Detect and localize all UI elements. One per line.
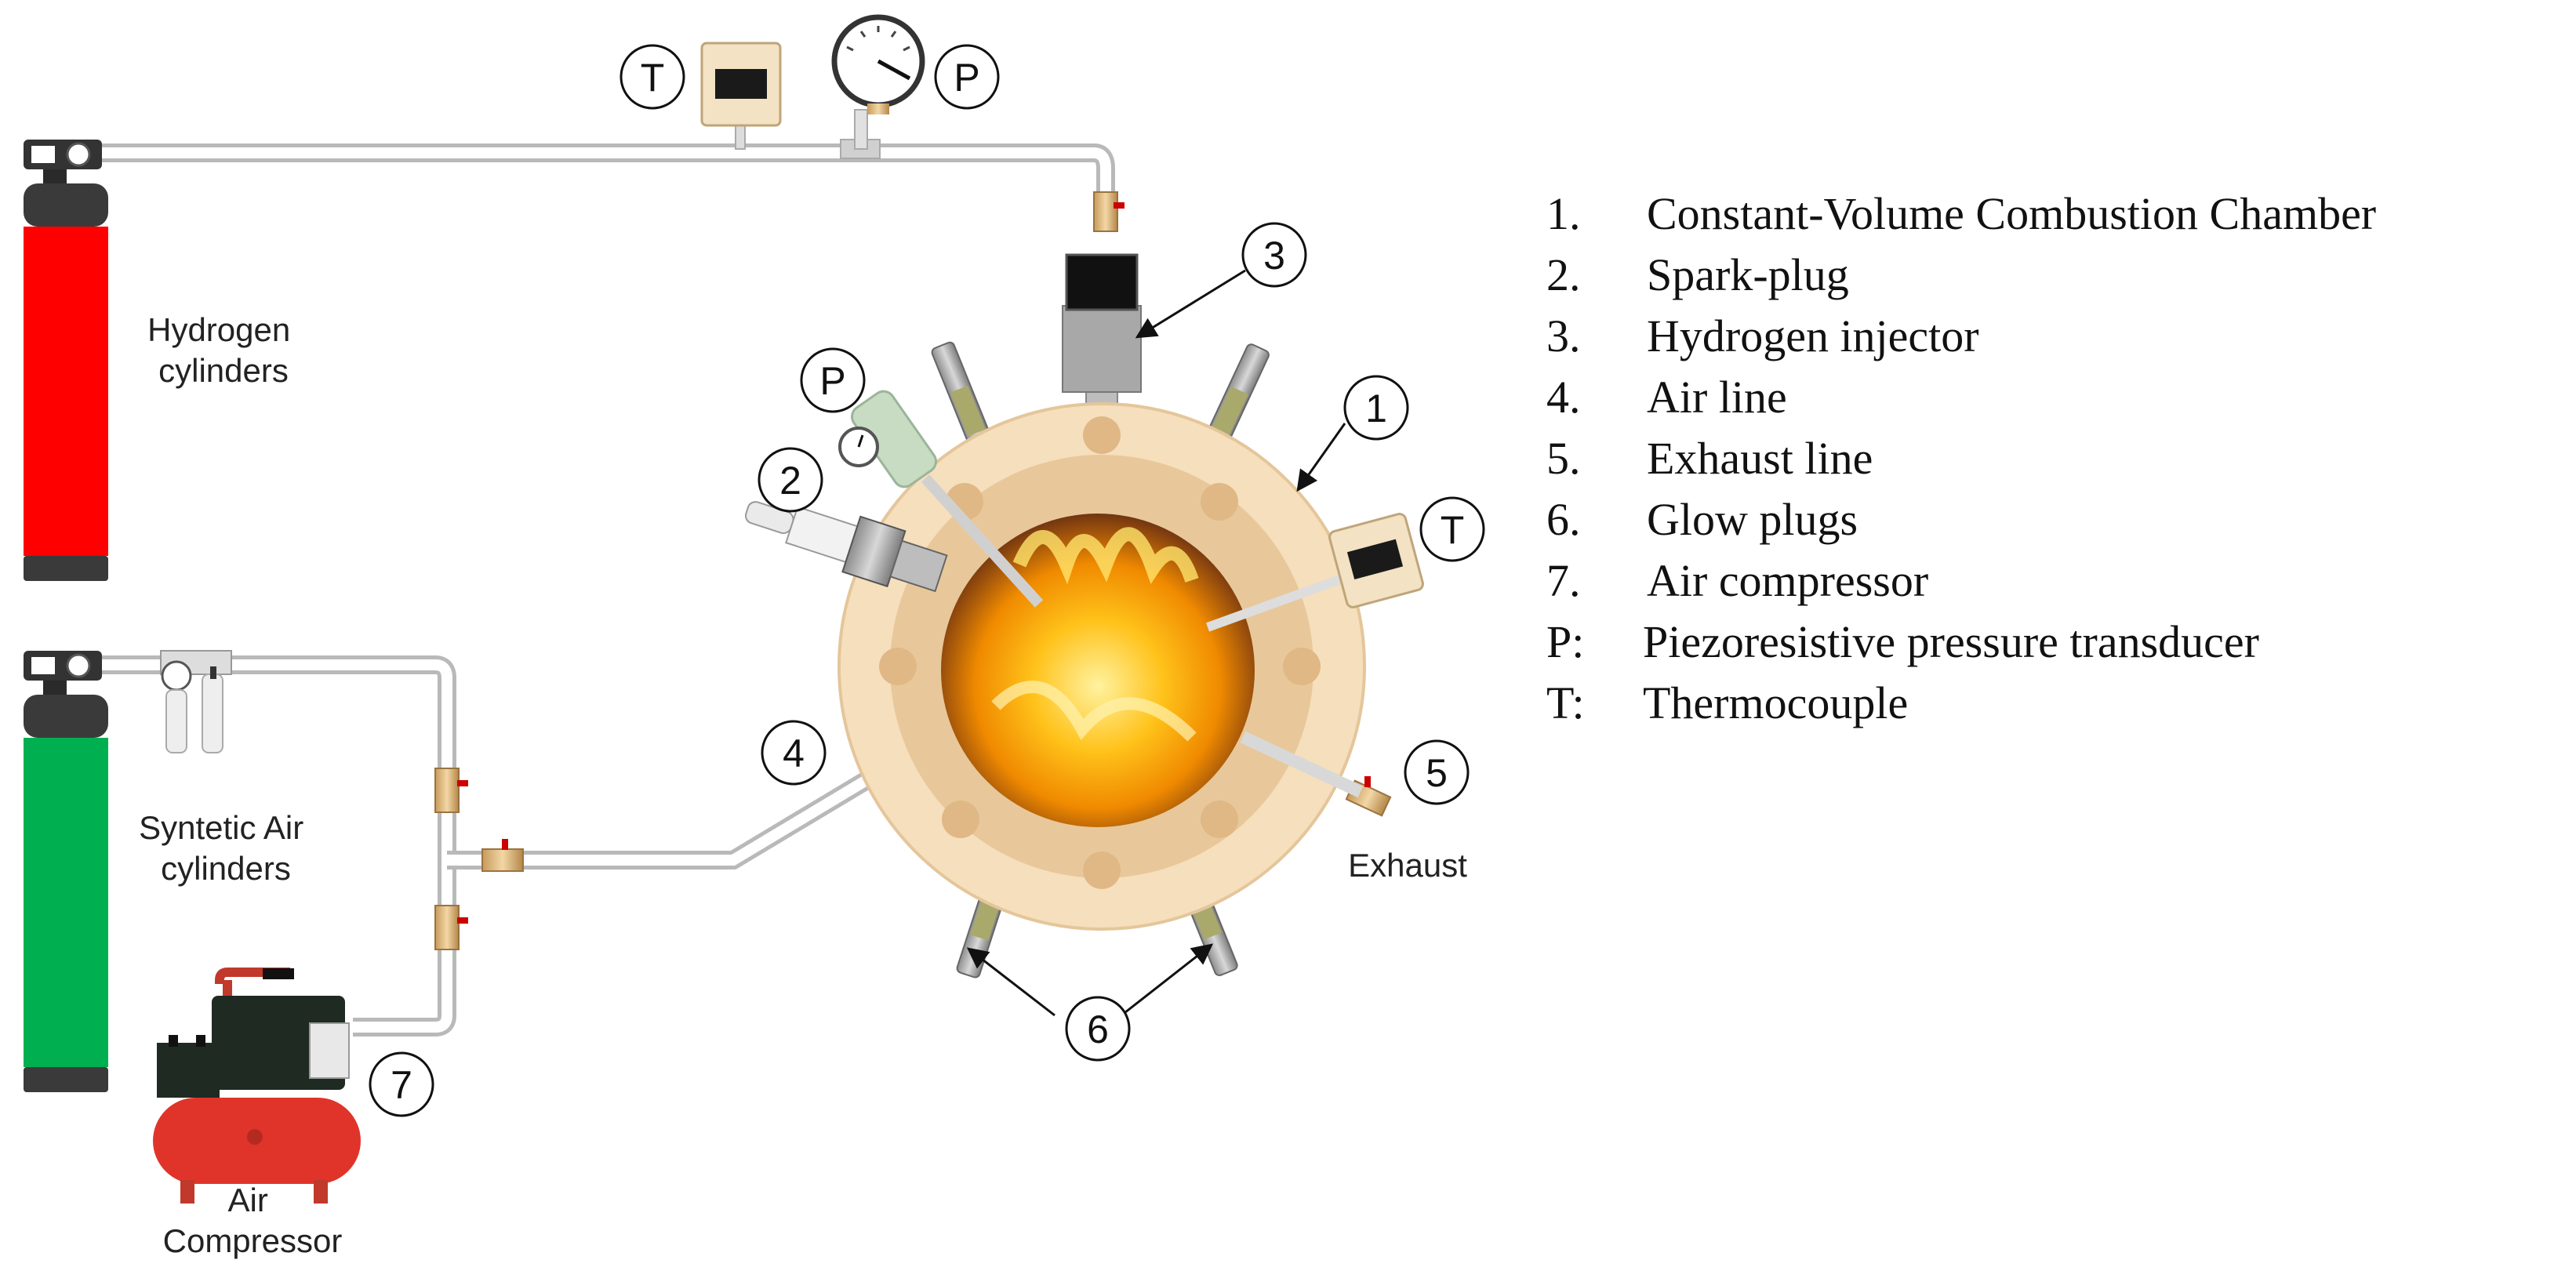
svg-text:2.: 2. [1546,249,1581,300]
thermocouple-top [700,42,782,127]
svg-text:P: P [819,359,845,403]
combustion-chamber [744,253,1424,978]
svg-text:1.: 1. [1546,188,1581,239]
legend-item: 5. Exhaust line [1546,433,1873,484]
spark-plug [744,501,948,593]
svg-text:5.: 5. [1546,433,1581,484]
marker-4: 4 [761,720,827,786]
svg-text:4.: 4. [1546,372,1581,423]
legend-item: 1. Constant-Volume Combustion Chamber [1546,188,2376,239]
legend-item: 7. Air compressor [1546,555,1928,606]
svg-text:Exhaust line: Exhaust line [1647,433,1873,484]
marker-5: 5 [1404,739,1470,805]
marker-2: 2 [758,447,823,513]
svg-text:3: 3 [1263,234,1285,278]
marker-7: 7 [369,1051,434,1117]
svg-text:T: T [641,56,665,100]
thermocouple-chamber [1205,513,1424,632]
svg-text:6.: 6. [1546,494,1581,545]
svg-text:Constant-Volume Combustion Cha: Constant-Volume Combustion Chamber [1647,188,2376,239]
hydrogen-line [93,109,1115,221]
svg-text:Air line: Air line [1647,372,1787,423]
svg-text:6: 6 [1087,1008,1109,1051]
air-compressor [153,968,361,1204]
exhaust-label: Exhaust [1348,847,1467,884]
svg-text:Thermocouple: Thermocouple [1643,677,1908,728]
svg-text:7: 7 [391,1063,412,1107]
svg-text:P:: P: [1546,616,1584,667]
svg-text:Piezoresistive pressure transd: Piezoresistive pressure transducer [1643,616,2259,667]
marker-3: 3 [1241,222,1307,288]
valve-air-2 [434,905,468,950]
marker-p-top: P [934,44,1000,110]
valve-air-1 [434,768,468,813]
svg-text:Air compressor: Air compressor [1647,555,1928,606]
svg-text:4: 4 [783,732,805,775]
hydrogen-cylinder [24,140,108,581]
svg-text:7.: 7. [1546,555,1581,606]
valve-air-3 [481,839,524,872]
marker-t-chamber: T [1419,496,1485,562]
legend-item: 6. Glow plugs [1546,494,1858,545]
callout-arrows [966,269,1346,1017]
svg-text:T: T [1441,508,1465,552]
svg-text:3.: 3. [1546,310,1581,361]
chamber-window-flame [941,514,1255,827]
valve-hydrogen [1093,191,1125,232]
marker-p-chamber: P [800,347,866,413]
air-compressor-label: Air Compressor [163,1182,343,1259]
air-filter-regulator [160,650,232,753]
svg-text:5: 5 [1426,751,1448,795]
air-cylinder [24,651,108,1092]
svg-text:T:: T: [1546,677,1585,728]
svg-text:Hydrogen injector: Hydrogen injector [1647,310,1979,361]
svg-text:1: 1 [1365,387,1387,430]
svg-text:Glow plugs: Glow plugs [1647,494,1858,545]
exhaust-line [1240,731,1364,798]
legend-item: T: Thermocouple [1546,677,1908,728]
marker-1: 1 [1343,375,1409,441]
svg-text:P: P [954,56,979,100]
pressure-gauge-top [831,14,925,114]
svg-text:Spark-plug: Spark-plug [1647,249,1849,300]
svg-text:2: 2 [779,459,801,503]
legend-item: P: Piezoresistive pressure transducer [1546,616,2259,667]
hydrogen-cylinders-label: Hydrogen cylinders [147,311,300,389]
legend: 1. Constant-Volume Combustion Chamber 2.… [1546,188,2376,728]
air-cylinders-label: Syntetic Air cylinders [139,809,313,887]
pressure-transducer-chamber [838,390,1044,608]
legend-item: 4. Air line [1546,372,1787,423]
legend-item: 2. Spark-plug [1546,249,1849,300]
marker-t-top: T [619,44,685,110]
legend-item: 3. Hydrogen injector [1546,310,1979,361]
marker-6: 6 [1065,996,1131,1062]
